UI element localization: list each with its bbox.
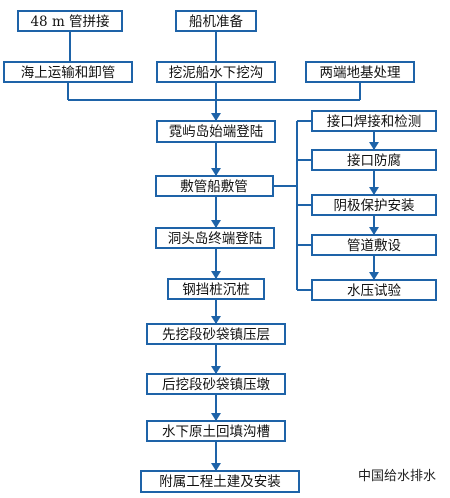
arrowhead <box>369 227 379 235</box>
node-backfill: 水下原土回填沟槽 <box>146 420 286 442</box>
arrowheads <box>211 113 379 471</box>
node-label: 后挖段砂袋镇压墩 <box>162 377 270 393</box>
node-weld-inspect: 接口焊接和检测 <box>311 110 437 132</box>
node-sandbag-pier: 后挖段砂袋镇压墩 <box>146 373 286 395</box>
node-box <box>155 227 275 249</box>
node-label: 船机准备 <box>189 13 243 30</box>
node-cathodic: 阴极保护安装 <box>311 194 437 216</box>
node-pressure-test: 水压试验 <box>311 279 437 301</box>
node-sea-transport: 海上运输和卸管 <box>3 61 133 83</box>
node-box <box>155 175 274 197</box>
node-start-landing: 霓屿岛始端登陆 <box>156 120 276 143</box>
node-box <box>146 420 286 442</box>
node-box <box>311 279 437 301</box>
node-pipe-laying: 管道敷设 <box>311 234 437 256</box>
node-label: 霓屿岛始端登陆 <box>169 124 264 140</box>
arrowhead <box>211 463 221 471</box>
node-label: 钢挡桩沉桩 <box>182 282 250 298</box>
arrowhead <box>211 366 221 374</box>
node-box <box>156 120 276 143</box>
node-label: 水下原土回填沟槽 <box>162 424 270 440</box>
node-label: 先挖段砂袋镇压层 <box>162 327 270 343</box>
node-label: 敷管船敷管 <box>180 179 248 195</box>
arrowhead <box>211 220 221 228</box>
arrowhead <box>211 168 221 176</box>
node-label: 挖泥船水下挖沟 <box>169 65 264 81</box>
arrowhead <box>211 316 221 324</box>
arrowhead <box>369 142 379 150</box>
arrowhead <box>211 113 221 121</box>
node-anticorrosion: 接口防腐 <box>311 149 437 171</box>
node-end-landing: 洞头岛终端登陆 <box>155 227 275 249</box>
node-box <box>305 61 415 83</box>
node-box <box>156 61 276 83</box>
arrowhead <box>211 271 221 279</box>
node-foundation: 两端地基处理 <box>305 61 415 83</box>
arrowhead <box>369 272 379 280</box>
node-box <box>311 110 437 132</box>
node-box <box>3 61 133 83</box>
node-label: 附属工程土建及安装 <box>159 474 281 490</box>
node-auxiliary: 附属工程土建及安装 <box>140 470 300 493</box>
node-sandbag-layer: 先挖段砂袋镇压层 <box>146 323 286 345</box>
node-label: 管道敷设 <box>347 238 401 254</box>
node-box <box>311 194 437 216</box>
node-label: 水压试验 <box>347 283 401 299</box>
node-label: 48 m 管拼接 <box>30 13 109 30</box>
node-label: 接口防腐 <box>347 152 401 169</box>
arrowhead <box>369 187 379 195</box>
node-dredge-trench: 挖泥船水下挖沟 <box>156 61 276 83</box>
node-ship-prep: 船机准备 <box>175 10 257 32</box>
node-box <box>311 234 437 256</box>
node-box <box>311 149 437 171</box>
node-box <box>175 10 257 32</box>
watermark: 中国给水排水 <box>357 469 436 484</box>
node-steel-pile: 钢挡桩沉桩 <box>167 278 265 300</box>
node-label: 洞头岛终端登陆 <box>168 231 263 247</box>
node-label: 两端地基处理 <box>320 64 401 81</box>
node-label: 海上运输和卸管 <box>21 65 116 81</box>
node-box <box>167 278 265 300</box>
node-label: 阴极保护安装 <box>334 198 415 214</box>
node-pipe-joining: 48 m 管拼接 <box>17 10 123 32</box>
arrowhead <box>211 413 221 421</box>
node-pipelay: 敷管船敷管 <box>155 175 274 197</box>
node-box <box>146 323 286 345</box>
node-box <box>140 470 300 493</box>
node-box <box>17 10 123 32</box>
node-box <box>146 373 286 395</box>
node-label: 接口焊接和检测 <box>327 113 422 130</box>
